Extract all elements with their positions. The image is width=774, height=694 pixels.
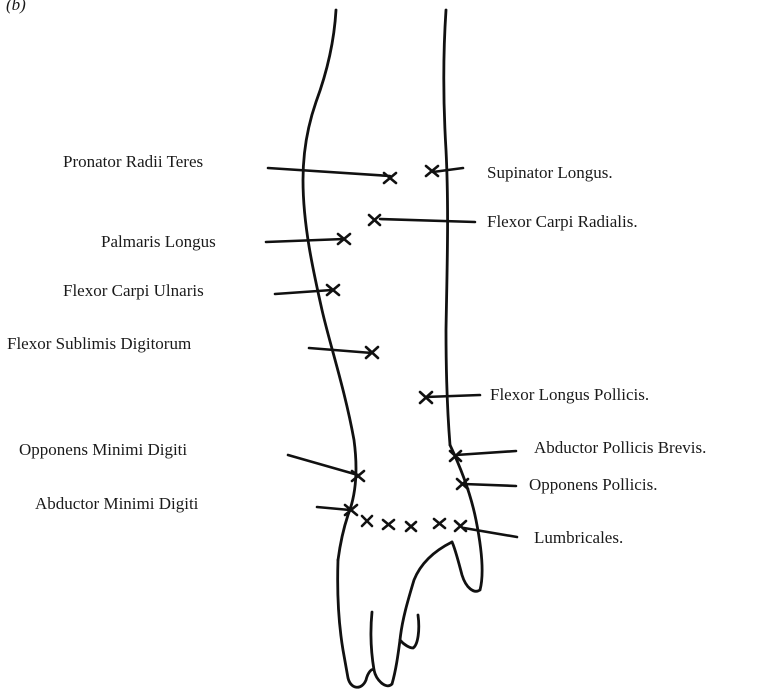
label-flexor-carpi-ulnaris: Flexor Carpi Ulnaris xyxy=(63,281,204,300)
label-supinator-longus: Supinator Longus. xyxy=(487,163,613,182)
figure-header-fragment: (b) xyxy=(6,0,26,14)
label-opponens-minimi-digiti: Opponens Minimi Digiti xyxy=(19,440,187,459)
annotation-abductor-minimi-digiti: Abductor Minimi Digiti xyxy=(35,494,357,515)
motor-point-marker xyxy=(362,516,372,526)
label-opponens-pollicis: Opponens Pollicis. xyxy=(529,475,657,494)
arm-radial-border xyxy=(444,10,450,445)
leader-palmaris-longus xyxy=(266,239,344,242)
arm-hand xyxy=(338,542,452,687)
leader-abductor-pollicis-brevis xyxy=(456,451,516,455)
arm-thumb xyxy=(450,445,482,591)
annotation-flexor-longus-pollicis: Flexor Longus Pollicis. xyxy=(420,385,649,404)
annotation-flexor-carpi-ulnaris: Flexor Carpi Ulnaris xyxy=(63,281,339,300)
label-abductor-pollicis-brevis: Abductor Pollicis Brevis. xyxy=(534,438,706,457)
leader-flexor-carpi-radialis xyxy=(380,219,475,222)
annotation-opponens-minimi-digiti: Opponens Minimi Digiti xyxy=(19,440,364,481)
motor-point-marker xyxy=(383,520,394,529)
annotation-lumbricales: Lumbricales. xyxy=(362,516,623,547)
label-lumbricales: Lumbricales. xyxy=(534,528,623,547)
label-palmaris-longus: Palmaris Longus xyxy=(101,232,216,251)
motor-point-marker xyxy=(352,471,364,481)
leader-opponens-minimi-digiti xyxy=(288,455,358,475)
leader-flexor-carpi-ulnaris xyxy=(275,290,332,294)
label-pronator-radii-teres: Pronator Radii Teres xyxy=(63,152,203,171)
label-flexor-sublimis-digitorum: Flexor Sublimis Digitorum xyxy=(7,334,191,353)
annotation-palmaris-longus: Palmaris Longus xyxy=(101,232,350,251)
annotation-flexor-carpi-radialis: Flexor Carpi Radialis. xyxy=(369,212,638,231)
leader-flexor-longus-pollicis xyxy=(426,395,480,397)
annotation-opponens-pollicis: Opponens Pollicis. xyxy=(457,475,657,494)
label-flexor-longus-pollicis: Flexor Longus Pollicis. xyxy=(490,385,649,404)
motor-point-marker xyxy=(434,519,445,528)
motor-point-marker xyxy=(455,521,466,531)
leader-flexor-sublimis-digitorum xyxy=(309,348,372,353)
arm-ulnar-border xyxy=(303,10,356,560)
label-flexor-carpi-radialis: Flexor Carpi Radialis. xyxy=(487,212,638,231)
motor-point-marker xyxy=(406,522,416,531)
leader-opponens-pollicis xyxy=(464,484,516,486)
annotation-abductor-pollicis-brevis: Abductor Pollicis Brevis. xyxy=(450,438,706,461)
leader-lumbricales xyxy=(464,528,517,537)
annotation-pronator-radii-teres: Pronator Radii Teres xyxy=(63,152,396,183)
motor-point-marker xyxy=(384,173,396,183)
leader-abductor-minimi-digiti xyxy=(317,507,350,510)
arm-finger-crease-1 xyxy=(371,612,374,670)
annotation-supinator-longus: Supinator Longus. xyxy=(426,163,613,182)
annotation-flexor-sublimis-digitorum: Flexor Sublimis Digitorum xyxy=(7,334,378,358)
motor-point-marker xyxy=(369,215,380,225)
label-abductor-minimi-digiti: Abductor Minimi Digiti xyxy=(35,494,199,513)
leader-pronator-radii-teres xyxy=(268,168,390,176)
